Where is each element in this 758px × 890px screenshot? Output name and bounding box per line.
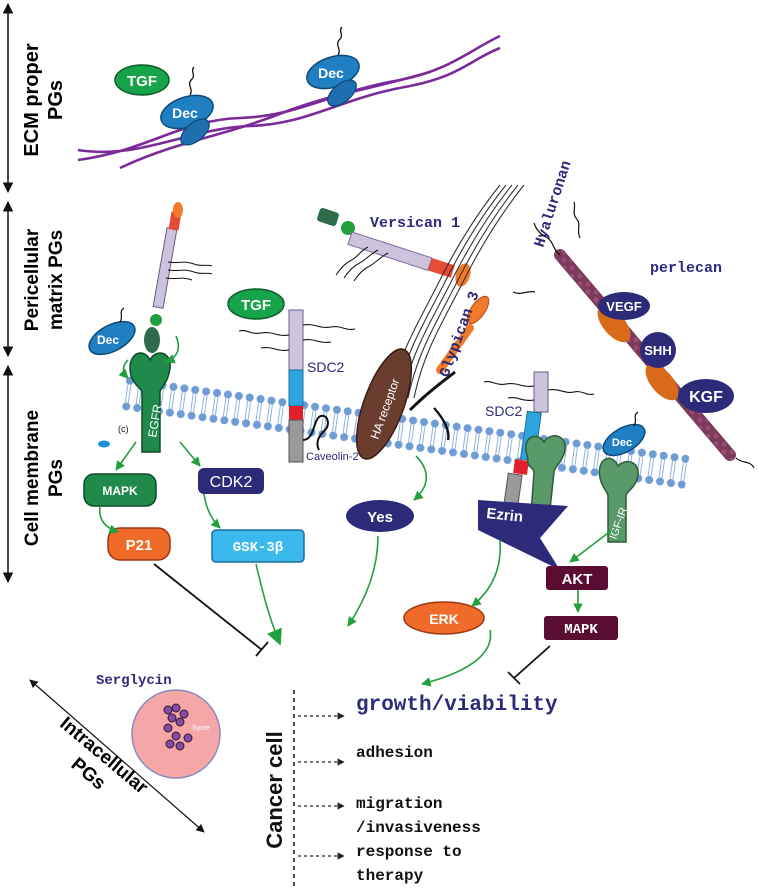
akt-label: AKT: [562, 571, 593, 588]
c-label: (c): [118, 424, 129, 434]
perlecan-label: perlecan: [650, 260, 722, 277]
serglycin-granule: Synte: [131, 689, 221, 779]
hyaluronan-label: Hyaluronan: [532, 159, 576, 250]
hyaluronan-label-wrap: Hyaluronan: [532, 159, 576, 250]
cdk2: CDK2: [198, 468, 264, 494]
decorin-membrane-left: Dec: [88, 307, 136, 356]
mapk-right: MAPK: [544, 616, 618, 640]
decorin-ecm-1-label: Dec: [172, 105, 198, 121]
outcome-adhesion: adhesion: [356, 744, 433, 762]
pericellular-section-label: Pericellular matrix PGs: [22, 228, 67, 331]
intracellular-arrow: [29, 679, 205, 833]
tgf-pericellular-label: TGF: [241, 297, 271, 314]
ezrin-label: Ezrin: [486, 505, 524, 526]
decorin-proteoglycan-left: [144, 202, 213, 353]
tgf-ecm-label: TGF: [127, 73, 157, 90]
synt-label: Synte: [192, 725, 210, 732]
yes-label: Yes: [367, 509, 393, 526]
gsk-3b: GSK-3β: [211, 529, 305, 563]
decorin-membrane-left-label: Dec: [97, 333, 119, 347]
glypican-label: Glypican 3: [437, 289, 484, 379]
gsk-label: GSK-3β: [233, 540, 283, 556]
outcome-growth: growth/viability: [356, 694, 558, 717]
ecm-label-line2: PGs: [45, 80, 67, 120]
glypican-3: Glypican 3: [408, 289, 490, 441]
membrane-label-line1: Cell membrane: [22, 410, 43, 546]
decorin-ecm-2-label: Dec: [318, 65, 344, 81]
decorin-igf: Dec: [602, 411, 646, 457]
kgf: KGF: [678, 379, 734, 413]
collagen-fibrils: [77, 34, 501, 170]
versican-1: Versican 1: [317, 208, 471, 287]
erk-label: ERK: [429, 611, 459, 627]
vegf: VEGF: [598, 292, 650, 320]
yes: Yes: [346, 500, 414, 532]
inhibition-lines: [153, 563, 551, 685]
decorin-ecm-1: Dec: [160, 66, 214, 146]
sdc2-left: SDC2 Caveolin-2: [238, 309, 359, 463]
mapk-left-label: MAPK: [102, 484, 138, 498]
tgf-ecm: TGF: [114, 64, 170, 96]
igf-ir-2: IGF-IR: [598, 457, 639, 543]
decorin-igf-label: Dec: [612, 437, 632, 449]
outcome-migration-line1: migration: [356, 795, 442, 813]
shh-label: SHH: [644, 343, 671, 358]
ha-receptor: HA receptor: [355, 348, 413, 460]
ecm-label-line1: ECM proper: [21, 43, 43, 157]
membrane-section-label: Cell membrane PGs: [22, 410, 67, 546]
pericellular-label-line2: matrix PGs: [46, 230, 67, 330]
outcome-response-line1: response to: [356, 843, 462, 861]
tgf-pericellular: TGF: [227, 288, 285, 320]
shh: SHH: [640, 332, 676, 368]
sdc2-left-label: SDC2: [307, 359, 345, 375]
versican-label: Versican 1: [370, 215, 460, 232]
sdc2-right-label: SDC2: [485, 403, 523, 419]
signaling-arrows: [98, 335, 613, 687]
mapk-right-label: MAPK: [564, 622, 598, 638]
mapk-left: MAPK: [83, 473, 157, 507]
caveolin-label: Caveolin-2: [306, 451, 359, 463]
serglycin-label: Serglycin: [96, 673, 172, 689]
ecm-section-label: ECM proper PGs: [21, 43, 67, 157]
ezrin: Ezrin: [478, 500, 568, 570]
erk: ERK: [403, 601, 485, 635]
outcome-arrows: [298, 712, 345, 860]
cancer-cell-label: Cancer cell: [262, 731, 287, 848]
vegf-label: VEGF: [606, 299, 641, 314]
akt: AKT: [546, 566, 608, 590]
membrane-label-line2: PGs: [46, 459, 67, 497]
pericellular-label-line1: Pericellular: [22, 228, 43, 331]
cdk2-label: CDK2: [210, 474, 253, 491]
cancer-cell-label-wrap: Cancer cell: [262, 731, 287, 848]
egfr-label: EGFR: [145, 403, 165, 439]
outcome-response-line2: therapy: [356, 867, 424, 885]
p21-label: P21: [126, 537, 153, 554]
kgf-label: KGF: [689, 389, 723, 406]
p21: P21: [107, 527, 171, 561]
c-marker: (c): [98, 424, 129, 448]
outcome-migration-line2: /invasiveness: [356, 819, 481, 837]
decorin-ecm-2: Dec: [306, 26, 360, 107]
egfr: EGFR: [129, 352, 171, 453]
